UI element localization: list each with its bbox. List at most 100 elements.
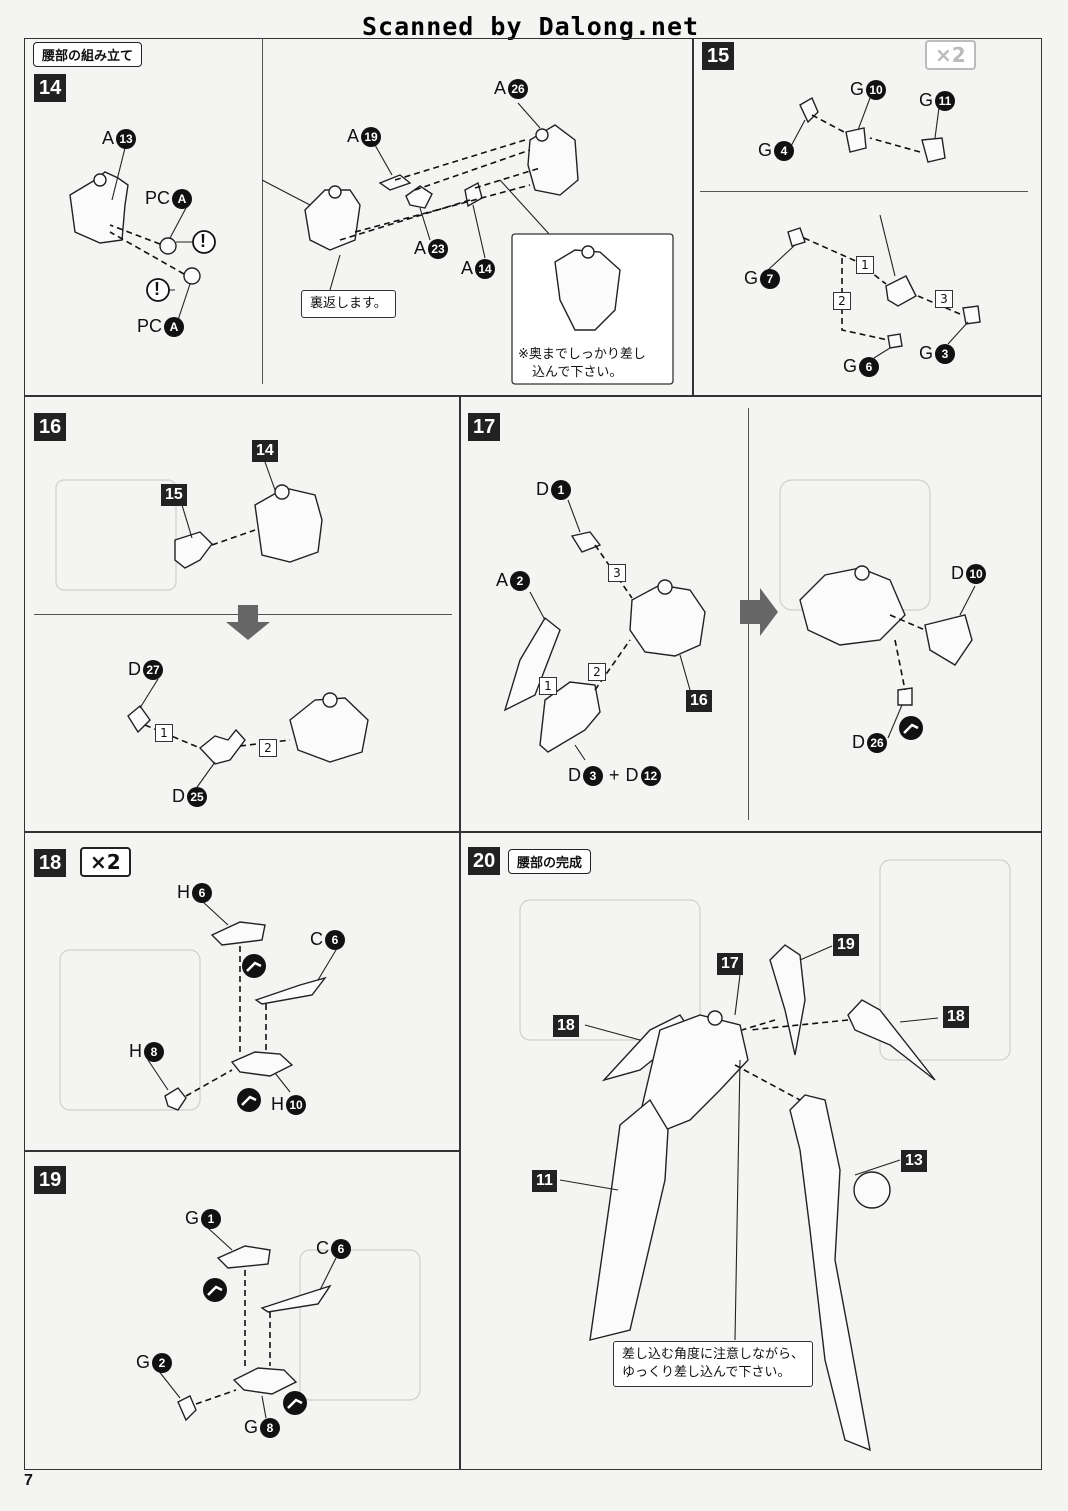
step-17-number: 17 xyxy=(468,413,501,441)
ref-step-11: 11 xyxy=(532,1170,557,1192)
part-letter: G xyxy=(919,343,934,363)
sequence-2: 2 xyxy=(833,292,851,310)
part-letter: D xyxy=(852,732,865,752)
col-divider-bottom xyxy=(459,395,461,1469)
part-letter: G xyxy=(758,140,773,160)
part-letter: PC xyxy=(145,188,171,208)
insert-fully-note: ※奥までしっかり差し 込んで下さい。 xyxy=(510,342,654,386)
part-number: 10 xyxy=(866,79,887,100)
part-letter: A xyxy=(494,78,507,98)
sequence-2: 2 xyxy=(588,663,606,681)
part-letter: A xyxy=(461,258,474,278)
part-number: 14 xyxy=(475,258,496,279)
step-15-multiplier-ghost: ×2 xyxy=(925,40,976,70)
waist-assembly-title: 腰部の組み立て xyxy=(33,42,143,67)
step-18-multiplier: ×2 xyxy=(80,847,131,877)
row-divider-2 xyxy=(24,831,1042,833)
insert-fully-note-line2: 込んで下さい。 xyxy=(532,365,623,380)
plus-sign: + xyxy=(609,765,620,785)
step-20-number: 20 xyxy=(468,847,501,875)
ref-step-15: 15 xyxy=(161,484,187,506)
part-letter: A xyxy=(414,238,427,258)
part-number: 13 xyxy=(116,128,137,149)
waist-complete-title: 腰部の完成 xyxy=(508,849,592,874)
part-number: 6 xyxy=(325,929,345,950)
part-letter: D xyxy=(536,479,549,499)
sequence-1: 1 xyxy=(155,724,173,742)
part-letter: PC xyxy=(137,316,163,336)
part-number: 2 xyxy=(152,1352,173,1373)
part-letter: A xyxy=(347,126,360,146)
warning-icon: ! xyxy=(154,279,160,299)
insert-fully-note-line1: ※奥までしっかり差し xyxy=(518,347,646,362)
sequence-2: 2 xyxy=(259,739,277,757)
part-number: 10 xyxy=(966,563,986,584)
warning-icon: ! xyxy=(200,231,206,251)
angle-caution-note-line1: 差し込む角度に注意しながら、 xyxy=(622,1347,805,1362)
ref-step-14: 14 xyxy=(252,440,278,462)
watermark: Scanned by Dalong.net xyxy=(362,12,700,41)
col-divider-top xyxy=(692,38,694,395)
part-number: 23 xyxy=(428,238,449,259)
part-letter: D xyxy=(568,765,581,785)
part-letter: D xyxy=(172,786,185,806)
part-letter: G xyxy=(136,1352,151,1372)
ref-step-17: 17 xyxy=(717,953,743,975)
part-number: 2 xyxy=(510,570,531,591)
part-number: 10 xyxy=(286,1094,306,1115)
part-letter: C xyxy=(310,929,323,949)
part-number: 8 xyxy=(260,1417,281,1438)
part-letter: G xyxy=(185,1208,200,1228)
part-number: 6 xyxy=(859,356,880,377)
sequence-3: 3 xyxy=(935,290,953,308)
part-number: A xyxy=(164,316,185,337)
part-number: 6 xyxy=(331,1238,351,1259)
part-number: 26 xyxy=(867,732,887,753)
part-letter: G xyxy=(244,1417,259,1437)
part-number: 12 xyxy=(640,765,661,786)
part-letter: C xyxy=(316,1238,329,1258)
part-letter: D xyxy=(625,765,639,785)
row-divider-3 xyxy=(24,1150,459,1152)
part-letter: G xyxy=(850,79,865,99)
part-letter: H xyxy=(129,1041,142,1061)
step-14-number: 14 xyxy=(34,74,67,102)
part-letter: H xyxy=(177,882,190,902)
part-letter: G xyxy=(919,90,934,110)
part-letter: G xyxy=(843,356,858,376)
part-number: 6 xyxy=(192,882,212,903)
part-number: 25 xyxy=(187,786,207,807)
part-number: 1 xyxy=(201,1208,222,1229)
part-letter: H xyxy=(271,1094,284,1114)
ref-step-13: 13 xyxy=(901,1150,927,1172)
ref-step-18-left: 18 xyxy=(553,1015,579,1037)
part-number: 27 xyxy=(143,659,163,680)
ref-step-19: 19 xyxy=(833,934,859,956)
angle-caution-note: 差し込む角度に注意しながら、 ゆっくり差し込んで下さい。 xyxy=(613,1341,814,1387)
step-18-number: 18 xyxy=(34,849,67,877)
sequence-1: 1 xyxy=(856,256,874,274)
ref-step-18-right: 18 xyxy=(943,1006,969,1028)
page-frame xyxy=(24,38,1042,1470)
step-15-number: 15 xyxy=(702,42,735,70)
